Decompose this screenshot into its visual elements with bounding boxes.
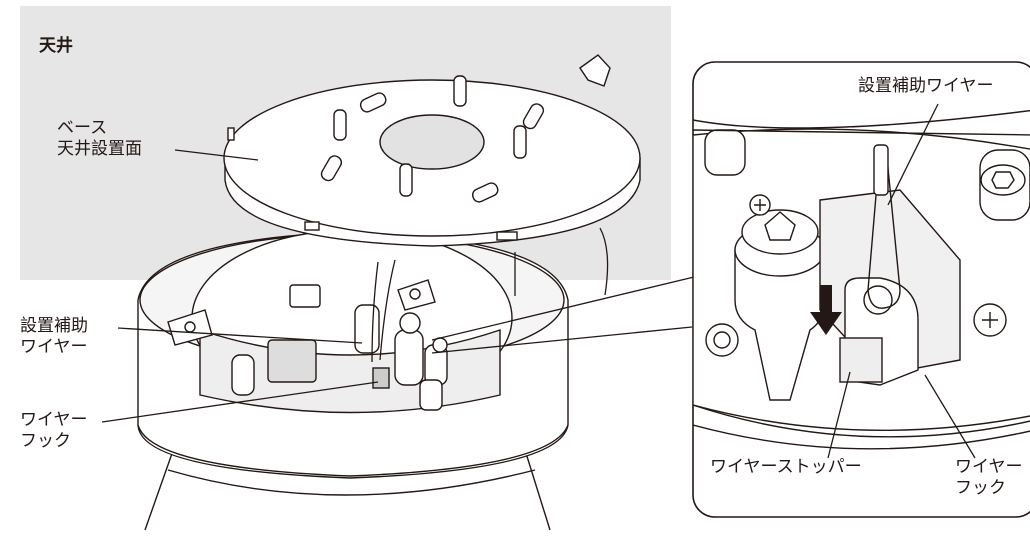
label-wire-hook-left-line1: ワイヤー (20, 410, 88, 430)
label-aux-wire-left-line1: 設置補助 (20, 316, 88, 336)
label-ceiling: 天井 (39, 36, 73, 56)
leader-wire-stopper (827, 371, 851, 459)
detail-inset (692, 61, 1030, 518)
leader-wire-hook-detail (924, 374, 976, 459)
leader-wire-hook-left (101, 381, 379, 423)
label-wire-stopper: ワイヤーストッパー (710, 457, 862, 477)
leader-aux-wire-left (117, 327, 363, 344)
label-aux-wire-left-line2: ワイヤー (20, 337, 88, 357)
base-plate (223, 54, 641, 247)
label-ceiling-mount-surface: 天井設置面 (57, 139, 142, 159)
label-wire-hook-left-line2: フック (20, 431, 71, 451)
leader-ceiling-mount-surface (174, 149, 259, 161)
label-aux-wire-detail: 設置補助ワイヤー (858, 76, 994, 96)
leader-aux-wire-detail (887, 103, 939, 206)
push-down-arrow (810, 285, 842, 335)
label-wire-hook-detail-line2: フック (955, 478, 1006, 498)
label-wire-hook-detail-line1: ワイヤー (955, 457, 1023, 477)
aux-wire-main (371, 227, 609, 363)
detail-connectors (431, 276, 695, 354)
camera-body (137, 229, 569, 531)
label-base: ベース (57, 118, 108, 138)
